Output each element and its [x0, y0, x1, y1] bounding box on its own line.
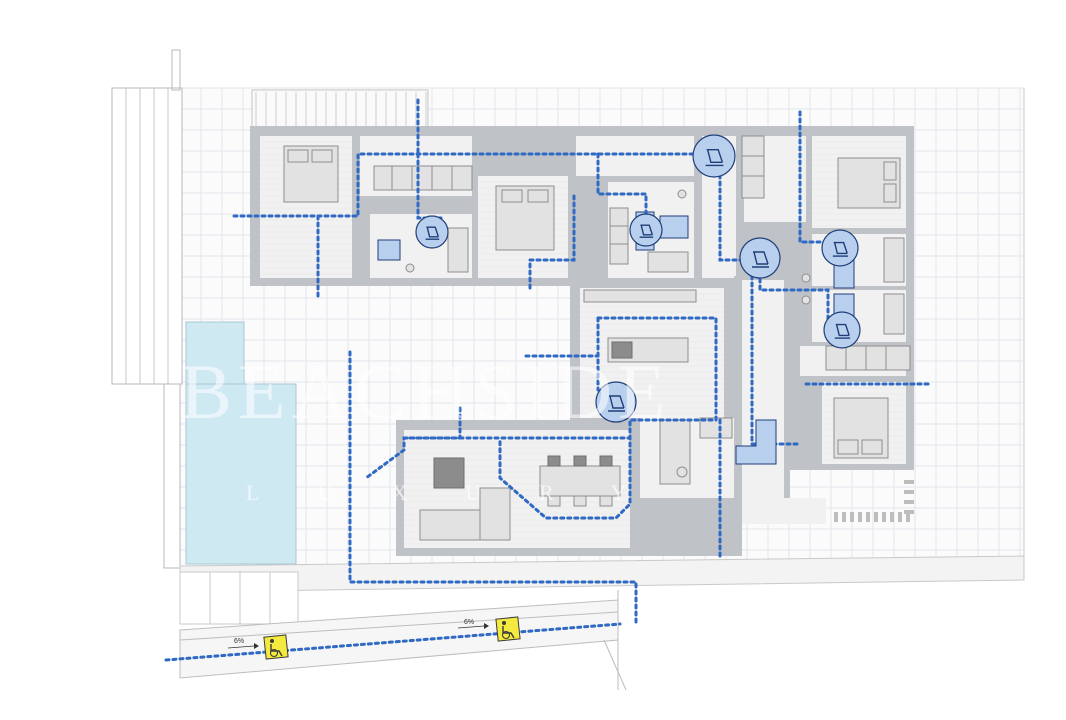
slope-label-left: 6% — [234, 638, 244, 645]
bathtub-4 — [883, 293, 905, 335]
step-mark — [906, 512, 910, 522]
corridor-storage — [741, 135, 765, 199]
wheelchair-turning-icon — [739, 237, 781, 279]
watermark-subtitle: LUXURY — [246, 480, 684, 505]
ramp-slopes: 6% 6% — [227, 619, 489, 649]
accessible-parking-icon — [495, 616, 521, 642]
pool — [185, 383, 297, 565]
north-stairs — [251, 89, 429, 129]
bathtub-3 — [883, 237, 905, 283]
wardrobe-bedroom-1 — [373, 165, 473, 191]
dining-chairs — [547, 455, 613, 507]
wheelchair-turning-icon — [629, 213, 663, 247]
step-mark — [904, 490, 914, 494]
bathtub-1 — [447, 227, 469, 273]
accessible-toilet-2 — [659, 215, 689, 239]
wheelchair-turning-icon — [821, 229, 859, 267]
step-mark — [890, 512, 894, 522]
accessible-sink-1 — [377, 239, 401, 261]
accessible-parking-icon — [263, 634, 289, 660]
step-mark — [866, 512, 870, 522]
slope-label-right: 6% — [464, 619, 474, 626]
west-terrace — [111, 49, 183, 569]
step-mark — [904, 510, 914, 514]
wheelchair-turning-icon — [595, 381, 637, 423]
furniture — [283, 135, 911, 541]
kitchen-counter — [583, 289, 697, 303]
wardrobe-bedroom-2 — [609, 207, 629, 265]
wheelchair-turning-circles — [415, 134, 861, 423]
armchair — [479, 487, 511, 541]
sofa — [419, 509, 487, 541]
step-mark — [842, 512, 846, 522]
watermark-logo: BEACHSIDE — [180, 348, 672, 435]
step-mark — [834, 512, 838, 522]
turning-area-entry — [735, 419, 777, 465]
wheelchair-turning-icon — [692, 134, 736, 178]
south-promenade — [179, 555, 1025, 691]
bathtub-2 — [647, 251, 689, 273]
wardrobe-bedroom-4 — [825, 345, 911, 371]
step-mark — [850, 512, 854, 522]
coffee-table — [433, 457, 465, 489]
east-steps — [834, 480, 914, 522]
step-mark — [898, 512, 902, 522]
step-mark — [904, 500, 914, 504]
pool-upper — [185, 321, 245, 385]
step-mark — [858, 512, 862, 522]
step-mark — [874, 512, 878, 522]
accessible-route — [164, 98, 932, 662]
cooktop — [611, 341, 633, 359]
wheelchair-turning-icon — [415, 215, 449, 249]
step-mark — [904, 480, 914, 484]
step-mark — [882, 512, 886, 522]
wheelchair-turning-icon — [823, 311, 861, 349]
